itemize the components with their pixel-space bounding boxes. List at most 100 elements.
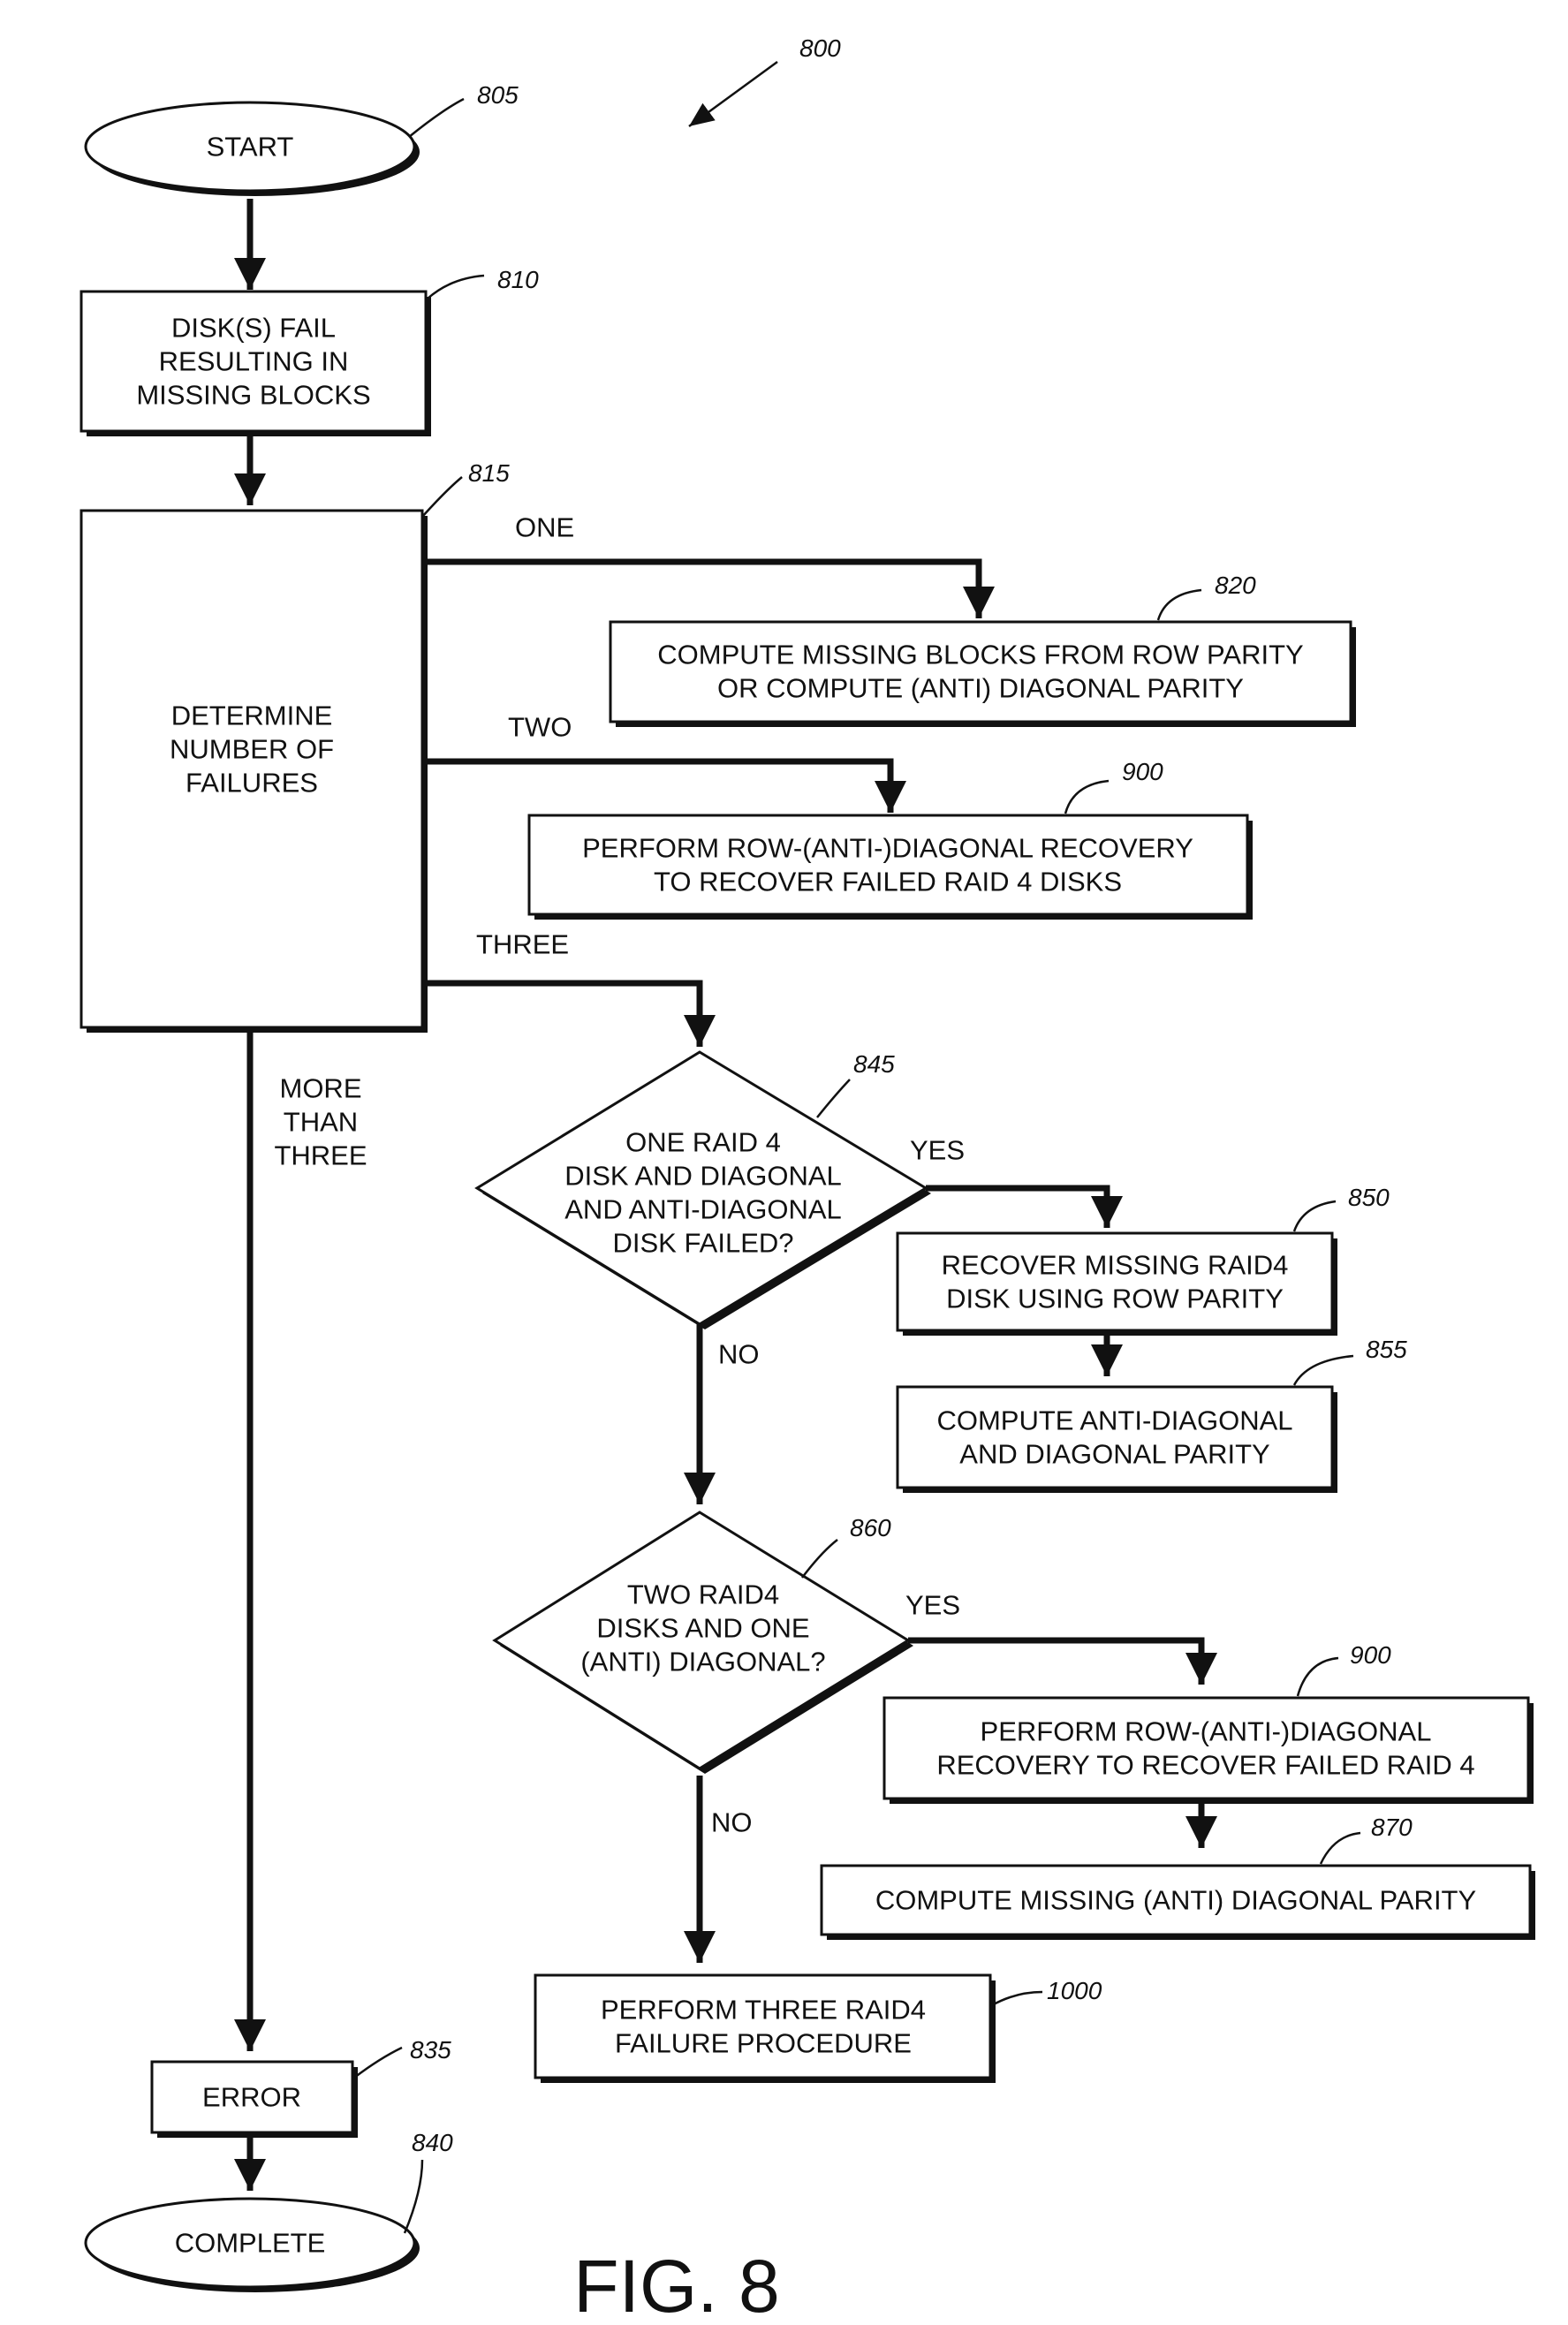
leader-800 (689, 62, 777, 126)
text-line: PERFORM ROW-(ANTI-)DIAGONAL (981, 1716, 1432, 1747)
ref-900b: 900 (1350, 1641, 1391, 1669)
ref-810: 810 (497, 266, 539, 293)
leader-1000 (992, 1992, 1042, 2005)
ref-835: 835 (410, 2036, 451, 2064)
node-compute-anti-diagonal: COMPUTE ANTI-DIAGONALAND DIAGONAL PARITY (898, 1387, 1337, 1493)
nodes: START DISK(S) FAILRESULTING INMISSING BL… (81, 102, 1535, 2292)
text-line: THAN (284, 1107, 358, 1138)
ref-805: 805 (477, 81, 519, 109)
ref-870: 870 (1371, 1814, 1413, 1841)
text-line: FAILURE PROCEDURE (615, 2028, 912, 2059)
leader-815 (422, 477, 462, 517)
ref-845: 845 (853, 1050, 895, 1078)
text-line: RECOVER MISSING RAID4 (942, 1250, 1289, 1281)
text-line: COMPUTE ANTI-DIAGONAL (936, 1405, 1292, 1436)
text-line: OR COMPUTE (ANTI) DIAGONAL PARITY (717, 673, 1244, 704)
text-line: COMPLETE (175, 2228, 326, 2259)
text-line: COMPUTE MISSING BLOCKS FROM ROW PARITY (657, 640, 1303, 670)
label-one: ONE (515, 512, 574, 543)
leader-845 (817, 1079, 850, 1117)
node-complete-text: COMPLETE (175, 2228, 326, 2259)
node-disk-fail-text: DISK(S) FAILRESULTING INMISSING BLOCKS (136, 313, 370, 411)
ref-850: 850 (1348, 1184, 1390, 1211)
ref-820: 820 (1215, 572, 1256, 599)
node-disk-fail: DISK(S) FAILRESULTING INMISSING BLOCKS (81, 292, 431, 436)
edge-three (421, 983, 700, 1047)
text-line: RESULTING IN (159, 346, 349, 377)
leader-805 (409, 99, 464, 137)
text-line: YES (910, 1135, 965, 1166)
text-line: START (207, 132, 294, 163)
text-line: ONE (515, 512, 574, 543)
ref-855: 855 (1366, 1336, 1407, 1363)
text-line: ERROR (202, 2082, 301, 2113)
node-row-anti-diagonal-recovery-b: PERFORM ROW-(ANTI-)DIAGONALRECOVERY TO R… (884, 1698, 1534, 1804)
edge-one (421, 562, 979, 618)
node-start-text: START (207, 132, 294, 163)
node-recover-raid4-row-parity: RECOVER MISSING RAID4DISK USING ROW PARI… (898, 1233, 1337, 1336)
text-line: ONE RAID 4 (625, 1127, 781, 1158)
text-line: COMPUTE MISSING (ANTI) DIAGONAL PARITY (875, 1885, 1476, 1916)
node-compute-row-parity: COMPUTE MISSING BLOCKS FROM ROW PARITYOR… (610, 622, 1356, 727)
text-line: AND DIAGONAL PARITY (959, 1439, 1269, 1470)
node-decision-860: TWO RAID4DISKS AND ONE(ANTI) DIAGONAL? (495, 1512, 913, 1774)
text-line: TWO (508, 712, 572, 743)
label-yes-860: YES (905, 1590, 960, 1621)
ref-1000: 1000 (1047, 1977, 1102, 2004)
ref-860: 860 (850, 1514, 891, 1541)
text-line: PERFORM THREE RAID4 (601, 1995, 926, 2026)
leader-820 (1158, 590, 1201, 620)
text-line: TO RECOVER FAILED RAID 4 DISKS (654, 867, 1122, 897)
text-line: DISK USING ROW PARITY (946, 1284, 1284, 1314)
text-line: (ANTI) DIAGONAL? (580, 1647, 825, 1677)
label-three: THREE (476, 929, 569, 960)
leader-840 (405, 2160, 422, 2233)
text-line: MISSING BLOCKS (136, 380, 370, 411)
node-decision-845: ONE RAID 4DISK AND DIAGONALAND ANTI-DIAG… (477, 1052, 931, 1329)
ref-815: 815 (468, 459, 510, 487)
text-line: NUMBER OF (170, 734, 334, 765)
label-no-860: NO (711, 1807, 753, 1838)
leader-855 (1294, 1356, 1353, 1385)
ref-900: 900 (1122, 758, 1163, 785)
leader-870 (1321, 1833, 1360, 1864)
edge-yes-845 (926, 1188, 1107, 1228)
leader-850 (1294, 1201, 1336, 1231)
text-line: MORE (280, 1073, 362, 1104)
leader-860 (802, 1540, 837, 1578)
node-determine: DETERMINENUMBER OFFAILURES (81, 511, 428, 1033)
text-line: DETERMINE (171, 701, 333, 731)
text-line: AND ANTI-DIAGONAL (564, 1194, 842, 1225)
edge-two (421, 761, 890, 813)
text-line: DISK(S) FAIL (171, 313, 336, 344)
label-yes-845: YES (910, 1135, 965, 1166)
text-line: THREE (476, 929, 569, 960)
node-compute-missing-anti-diagonal: COMPUTE MISSING (ANTI) DIAGONAL PARITY (822, 1866, 1535, 1940)
label-two: TWO (508, 712, 572, 743)
figure-label: FIG. 8 (573, 2245, 779, 2325)
leader-810 (428, 276, 484, 299)
text-line: DISK FAILED? (612, 1228, 793, 1259)
leader-835 (354, 2048, 402, 2078)
text-line: NO (711, 1807, 753, 1838)
node-row-anti-diagonal-recovery: PERFORM ROW-(ANTI-)DIAGONAL RECOVERYTO R… (529, 815, 1253, 920)
node-compute-missing-anti-diagonal-text: COMPUTE MISSING (ANTI) DIAGONAL PARITY (875, 1885, 1476, 1916)
node-error: ERROR (152, 2062, 358, 2138)
node-start: START (86, 102, 420, 196)
label-more-than-three: MORETHANTHREE (274, 1073, 367, 1171)
node-error-text: ERROR (202, 2082, 301, 2113)
text-line: PERFORM ROW-(ANTI-)DIAGONAL RECOVERY (582, 833, 1193, 864)
text-line: YES (905, 1590, 960, 1621)
text-line: TWO RAID4 (627, 1579, 779, 1610)
text-line: RECOVERY TO RECOVER FAILED RAID 4 (936, 1750, 1474, 1781)
edge-yes-860 (908, 1640, 1201, 1685)
node-complete: COMPLETE (86, 2199, 420, 2292)
text-line: DISK AND DIAGONAL (564, 1161, 842, 1192)
node-three-raid4-failure: PERFORM THREE RAID4FAILURE PROCEDURE (535, 1975, 996, 2083)
ref-840: 840 (412, 2129, 453, 2156)
leader-900b (1298, 1658, 1338, 1696)
text-line: DISKS AND ONE (596, 1613, 809, 1644)
text-line: NO (718, 1339, 760, 1370)
node-determine-text: DETERMINENUMBER OFFAILURES (170, 701, 334, 799)
